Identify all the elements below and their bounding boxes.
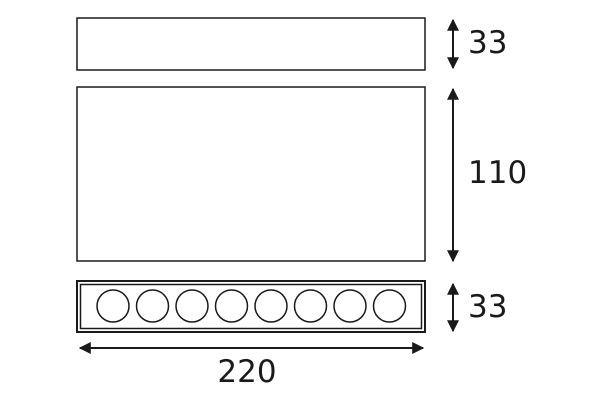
bottom-height-label: 33 bbox=[468, 289, 507, 325]
led-circle bbox=[96, 289, 130, 323]
led-circle bbox=[372, 289, 407, 323]
led-array bbox=[96, 289, 407, 323]
width-label: 220 bbox=[217, 354, 276, 390]
front-view-outer-rect bbox=[76, 280, 426, 333]
top-view-rect bbox=[76, 17, 426, 71]
top-height-label: 33 bbox=[468, 25, 507, 61]
led-circle bbox=[293, 289, 328, 323]
led-circle bbox=[135, 289, 170, 323]
led-circle bbox=[333, 289, 367, 323]
led-circle bbox=[175, 289, 209, 323]
side-view-rect bbox=[76, 86, 426, 262]
led-circle bbox=[214, 289, 249, 323]
front-view-inner-rect bbox=[79, 283, 423, 330]
middle-height-label: 110 bbox=[468, 155, 527, 191]
led-circle bbox=[254, 289, 288, 323]
